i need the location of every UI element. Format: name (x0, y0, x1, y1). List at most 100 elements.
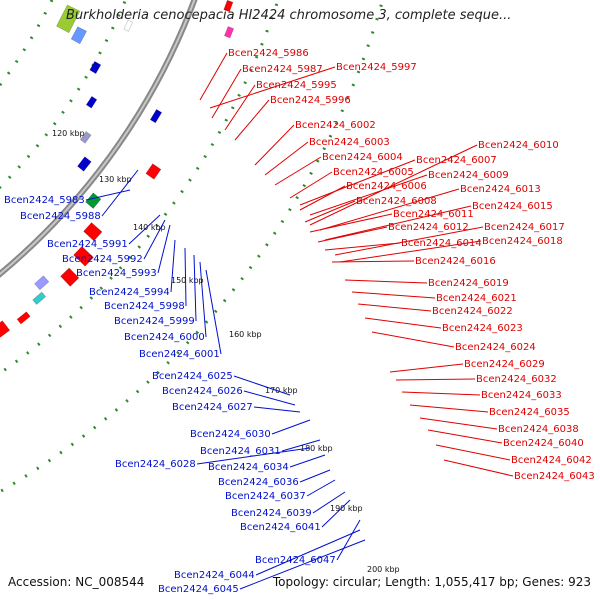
gene-feature-16 (16, 311, 31, 325)
genome-summary-text: Topology: circular; Length: 1,055,417 bp… (272, 575, 591, 589)
reverse-gene-leader (143, 219, 166, 260)
forward-gene-label: Bcen2424_6032 (476, 374, 557, 385)
reverse-gene-leader (336, 519, 361, 561)
kbp-tick-label: 140 kbp (133, 223, 166, 232)
reverse-gene-label: Bcen2424_5999 (114, 316, 195, 327)
reverse-gene-leader (157, 224, 171, 274)
gene-feature-9 (77, 156, 92, 172)
reverse-gene-leader (184, 247, 187, 307)
kbp-tick-label: 190 kbp (330, 504, 363, 513)
forward-gene-label: Bcen2424_6040 (503, 438, 584, 449)
forward-gene-leader (419, 417, 498, 430)
kbp-tick-label: 180 kbp (300, 444, 333, 453)
gene-labels: Bcen2424_5983Bcen2424_5988Bcen2424_5991B… (4, 48, 595, 595)
forward-gene-leader (289, 171, 333, 199)
forward-gene-label: Bcen2424_6035 (489, 407, 570, 418)
forward-gene-label: Bcen2424_5996 (270, 95, 351, 106)
gene-feature-12 (73, 245, 94, 267)
forward-gene-label: Bcen2424_6010 (478, 140, 559, 151)
gene-feature-6 (89, 60, 102, 75)
reverse-gene-leader (299, 469, 331, 483)
gene-feature-13 (60, 267, 80, 287)
reverse-gene-leader (193, 254, 197, 322)
reverse-gene-label: Bcen2424_6034 (208, 462, 289, 473)
reverse-gene-leader (271, 419, 311, 435)
forward-gene-leader (339, 240, 482, 263)
reverse-gene-label: Bcen2424_6031 (200, 446, 281, 457)
forward-gene-leader (443, 459, 514, 477)
reverse-gene-leader (170, 239, 176, 293)
kbp-tick-label: 120 kbp (52, 129, 85, 138)
forward-gene-leader (334, 226, 484, 256)
forward-gene-leader (324, 242, 401, 251)
reverse-gene-label: Bcen2424_6041 (240, 522, 321, 533)
forward-gene-label: Bcen2424_6017 (484, 222, 565, 233)
gene-feature-8 (79, 131, 92, 144)
forward-gene-leader (199, 52, 228, 101)
reverse-gene-leader (255, 529, 361, 576)
reverse-gene-label: Bcen2424_6036 (218, 477, 299, 488)
reverse-gene-label: Bcen2424_5983 (4, 195, 85, 206)
forward-gene-label: Bcen2424_6023 (442, 323, 523, 334)
reverse-gene-leader (233, 375, 291, 396)
forward-gene-leader (304, 200, 356, 223)
forward-gene-leader (254, 124, 295, 166)
forward-gene-label: Bcen2424_6043 (514, 471, 595, 482)
forward-gene-label: Bcen2424_6006 (346, 181, 427, 192)
forward-gene-leader (351, 291, 436, 299)
forward-gene-label: Bcen2424_6009 (428, 170, 509, 181)
gene-feature-17 (0, 320, 11, 338)
forward-gene-leader (211, 68, 242, 119)
forward-gene-label: Bcen2424_6012 (388, 222, 469, 233)
gene-feature-30 (145, 163, 162, 180)
forward-gene-label: Bcen2424_6011 (393, 209, 474, 220)
forward-gene-label: Bcen2424_6002 (295, 120, 376, 131)
kbp-tick-label: 150 kbp (171, 276, 204, 285)
reverse-gene-leader (289, 454, 326, 468)
gene-feature-5 (70, 26, 88, 45)
forward-gene-label: Bcen2424_6014 (401, 238, 482, 249)
forward-gene-label: Bcen2424_6022 (432, 306, 513, 317)
kbp-tick-label: 160 kbp (229, 330, 262, 339)
reverse-gene-label: Bcen2424_6030 (190, 429, 271, 440)
forward-gene-label: Bcen2424_6013 (460, 184, 541, 195)
forward-gene-label: Bcen2424_6008 (356, 196, 437, 207)
gene-feature-7 (85, 95, 98, 109)
forward-gene-leader (309, 144, 478, 226)
forward-gene-label: Bcen2424_6004 (322, 152, 403, 163)
gene-feature-29 (149, 108, 163, 124)
reverse-gene-label: Bcen2424_6045 (158, 584, 239, 595)
forward-gene-label: Bcen2424_5986 (228, 48, 309, 59)
kbp-tick-label: 170 kbp (265, 386, 298, 395)
forward-gene-leader (299, 185, 346, 211)
map-title: Burkholderia cenocepacia HI2424 chromoso… (66, 8, 512, 23)
gene-feature-10 (85, 192, 102, 209)
forward-gene-leader (409, 404, 489, 413)
forward-gene-label: Bcen2424_6003 (309, 137, 390, 148)
forward-gene-leader (234, 99, 270, 141)
forward-gene-leader (401, 391, 481, 396)
reverse-gene-leader (196, 447, 311, 465)
reverse-gene-label: Bcen2424_6027 (172, 402, 253, 413)
forward-gene-leader (364, 317, 442, 329)
gene-feature-28 (123, 19, 134, 32)
kbp-tick-label: 130 kbp (99, 175, 132, 184)
forward-gene-leader (309, 213, 393, 233)
forward-gene-leader (274, 156, 322, 186)
forward-gene-label: Bcen2424_6018 (482, 236, 563, 247)
reverse-gene-leader (243, 390, 296, 406)
forward-gene-label: Bcen2424_6033 (481, 390, 562, 401)
reverse-gene-label: Bcen2424_6037 (225, 491, 306, 502)
forward-gene-leader (395, 378, 476, 381)
reverse-gene-label: Bcen2424_6001 (139, 349, 220, 360)
forward-gene-leader (224, 84, 256, 131)
forward-gene-leader (389, 363, 464, 373)
gene-feature-27 (224, 26, 235, 39)
forward-gene-label: Bcen2424_6021 (436, 293, 517, 304)
reverse-gene-label: Bcen2424_6026 (162, 386, 243, 397)
forward-gene-leader (299, 159, 416, 206)
reverse-gene-leader (306, 479, 336, 497)
gene-feature-15 (32, 291, 47, 305)
